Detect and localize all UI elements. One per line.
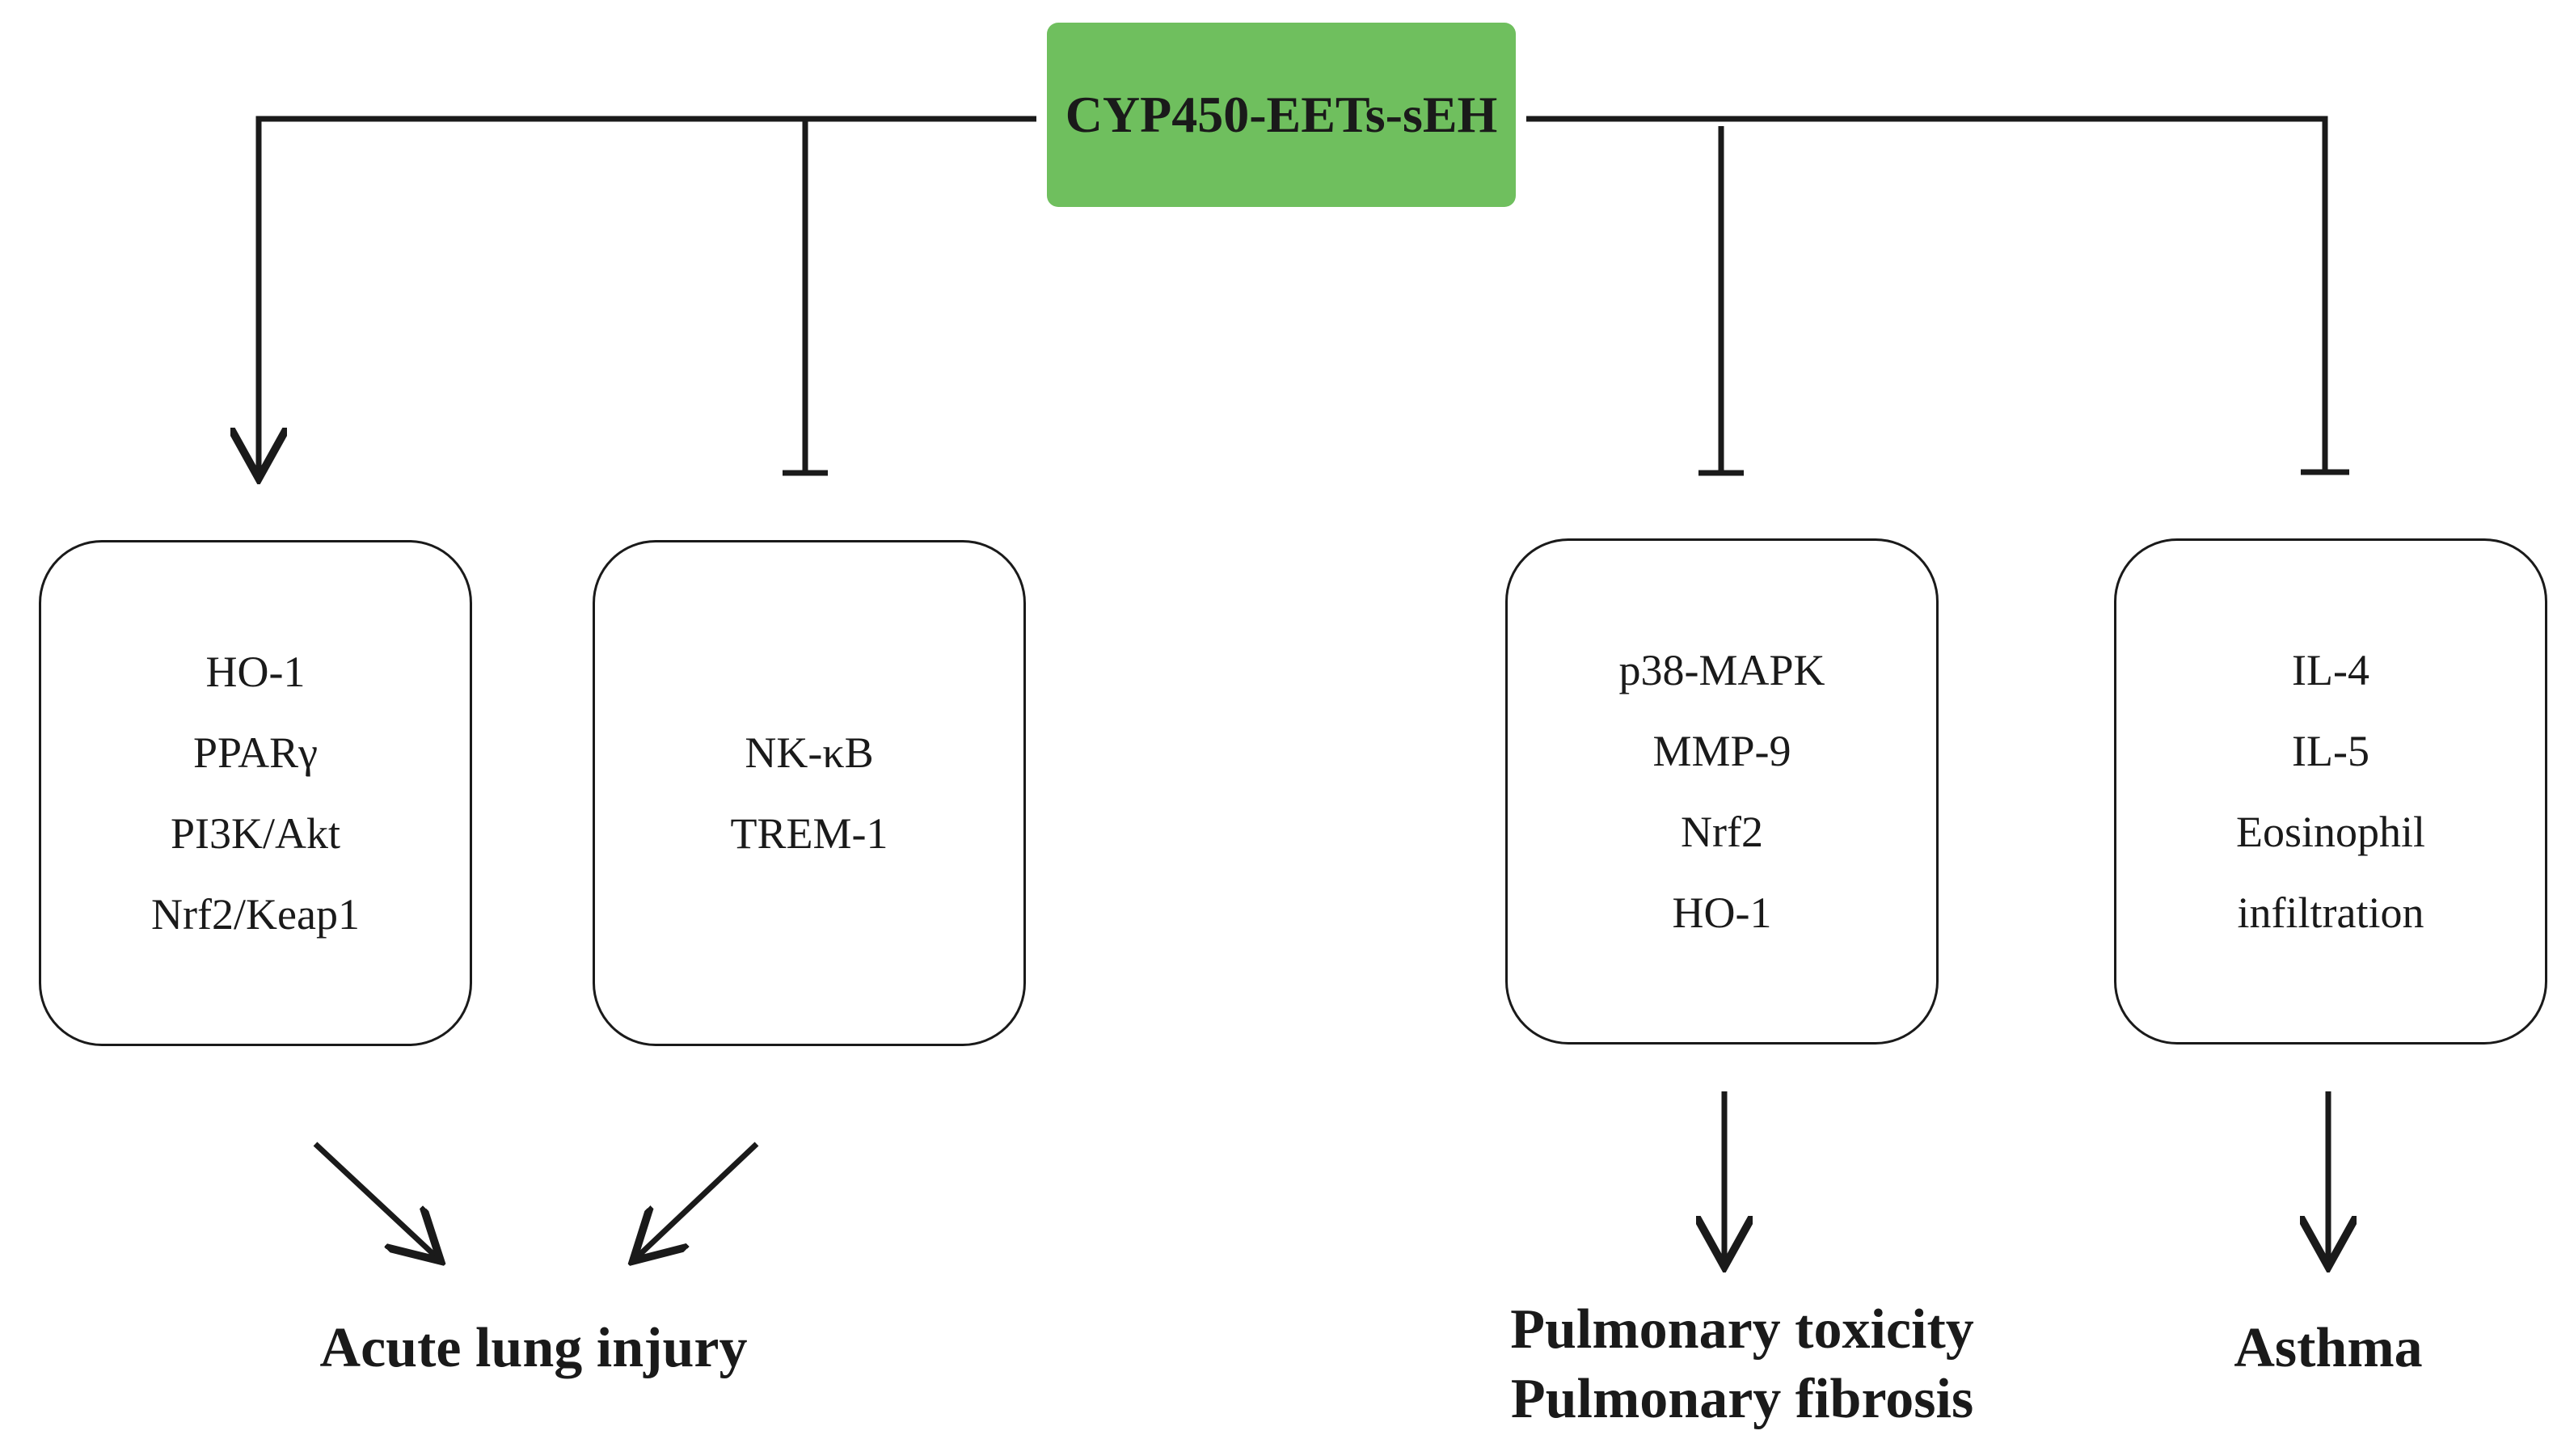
outcome-pulmonary-fibrosis: Pulmonary fibrosis xyxy=(1510,1368,1974,1430)
box-item: Nrf2 xyxy=(1681,808,1763,856)
root-label: CYP450-EETs-sEH xyxy=(1065,86,1498,143)
box-item: PI3K/Akt xyxy=(170,809,340,858)
outcome-pulmonary-toxicity: Pulmonary toxicity xyxy=(1510,1298,1974,1361)
box-item: p38-MAPK xyxy=(1618,646,1825,694)
box-pulmonary-inhibited: p38-MAPK MMP-9 Nrf2 HO-1 xyxy=(1505,538,1939,1045)
box-item: infiltration xyxy=(2237,888,2424,937)
root-left-branch-line xyxy=(259,116,1036,473)
box-acute-inhibited: NK-κB TREM-1 xyxy=(593,540,1026,1046)
outcome-pulmonary: Pulmonary toxicity Pulmonary fibrosis xyxy=(1439,1295,2045,1434)
arrow-box1-to-acute xyxy=(313,1142,437,1257)
box-item: IL-4 xyxy=(2292,646,2369,694)
box-item: PPARγ xyxy=(193,728,318,777)
root-right-branch-line xyxy=(1526,116,2328,472)
box-item: HO-1 xyxy=(1672,888,1772,937)
box-item: MMP-9 xyxy=(1652,727,1791,775)
box-item: HO-1 xyxy=(205,648,306,696)
box-item: TREM-1 xyxy=(730,809,888,858)
outcome-acute-lung-injury: Acute lung injury xyxy=(319,1317,748,1379)
box-acute-activated: HO-1 PPARγ PI3K/Akt Nrf2/Keap1 xyxy=(39,540,472,1046)
box-item: Nrf2/Keap1 xyxy=(151,890,360,939)
box-item: NK-κB xyxy=(745,728,874,777)
outcome-asthma: Asthma xyxy=(2234,1317,2423,1379)
box-asthma-inhibited: IL-4 IL-5 Eosinophil infiltration xyxy=(2114,538,2547,1045)
arrow-box2-to-acute xyxy=(637,1142,759,1257)
box-item: Eosinophil xyxy=(2235,808,2425,856)
root-node: CYP450-EETs-sEH xyxy=(1047,23,1516,207)
box-item: IL-5 xyxy=(2292,727,2369,775)
